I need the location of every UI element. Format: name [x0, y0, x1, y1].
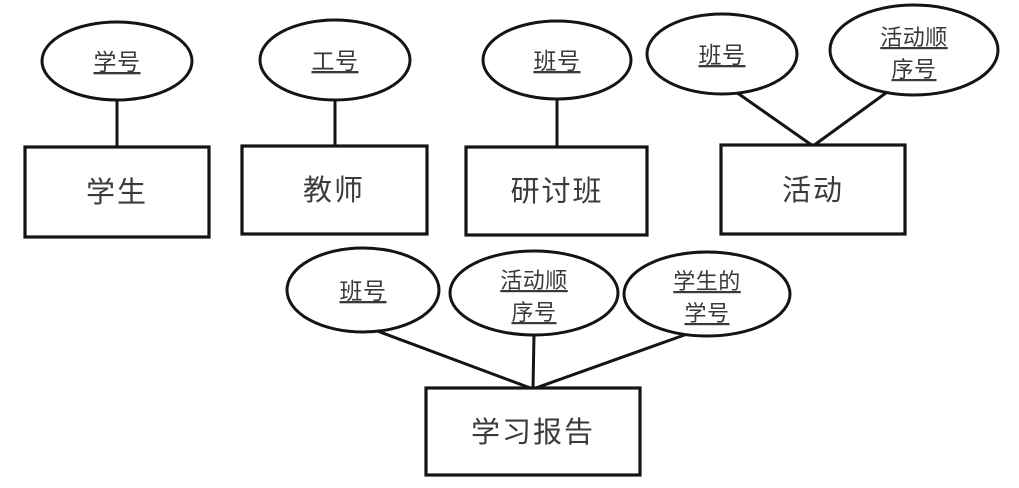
attribute-activity-class-no[interactable]: 班号 — [645, 12, 799, 96]
connector-layer — [115, 88, 891, 391]
attribute-student-id[interactable]: 学号 — [40, 20, 194, 102]
attribute-ellipse[interactable] — [40, 20, 194, 102]
attribute-label-line-1: 学生的 — [673, 270, 741, 295]
attribute-label: 班号 — [340, 279, 387, 305]
attribute-label-line-1: 活动顺 — [880, 26, 948, 51]
entity-box[interactable] — [23, 145, 211, 239]
attribute-report-class-no[interactable]: 班号 — [285, 246, 441, 334]
entity-box[interactable] — [464, 145, 649, 237]
attribute-label: 工号 — [312, 49, 359, 75]
entity-study-report[interactable]: 学习报告 — [424, 386, 642, 477]
attribute-report-student-id[interactable]: 学生的 学号 — [622, 250, 792, 338]
attribute-seminar-class-no[interactable]: 班号 — [481, 19, 633, 101]
entity-label: 活动 — [782, 173, 844, 207]
entity-student[interactable]: 学生 — [23, 145, 211, 239]
attribute-label: 班号 — [699, 43, 746, 69]
entity-teacher[interactable]: 教师 — [240, 144, 429, 236]
connector-report-activity-sequence-no-to-report — [531, 334, 536, 390]
attribute-ellipse[interactable] — [448, 249, 620, 337]
attribute-ellipse[interactable] — [481, 19, 633, 101]
entity-box[interactable] — [719, 143, 907, 236]
connector-report-class-no-to-report — [371, 327, 534, 391]
entity-activity[interactable]: 活动 — [719, 143, 907, 236]
entity-box[interactable] — [240, 144, 429, 236]
attribute-label-line-1: 活动顺 — [500, 269, 568, 294]
connector-report-student-id-to-report — [532, 331, 691, 391]
entity-label: 学生 — [86, 175, 148, 209]
attribute-label: 班号 — [534, 49, 581, 75]
attribute-label: 学号 — [94, 50, 141, 76]
entity-label: 研讨班 — [510, 174, 603, 208]
connector-activity-class-no-to-activity — [735, 90, 814, 148]
attribute-ellipse[interactable] — [622, 250, 792, 338]
entity-box[interactable] — [424, 386, 642, 477]
attribute-report-activity-sequence-no[interactable]: 活动顺 序号 — [448, 249, 620, 337]
entity-label: 教师 — [303, 173, 365, 207]
attribute-label-line-2: 序号 — [891, 58, 936, 83]
attribute-teacher-id[interactable]: 工号 — [258, 18, 412, 102]
attribute-label-line-2: 学号 — [684, 302, 729, 327]
attribute-ellipse[interactable] — [258, 18, 412, 102]
attribute-ellipse[interactable] — [828, 3, 1000, 97]
attribute-activity-sequence-no[interactable]: 活动顺 序号 — [828, 3, 1000, 97]
entity-seminar[interactable]: 研讨班 — [464, 145, 649, 237]
entity-label: 学习报告 — [471, 415, 595, 449]
attribute-label-line-2: 序号 — [511, 301, 556, 326]
attribute-ellipse[interactable] — [285, 246, 441, 334]
connector-activity-sequence-no-to-activity — [812, 88, 891, 148]
attribute-ellipse[interactable] — [645, 12, 799, 96]
